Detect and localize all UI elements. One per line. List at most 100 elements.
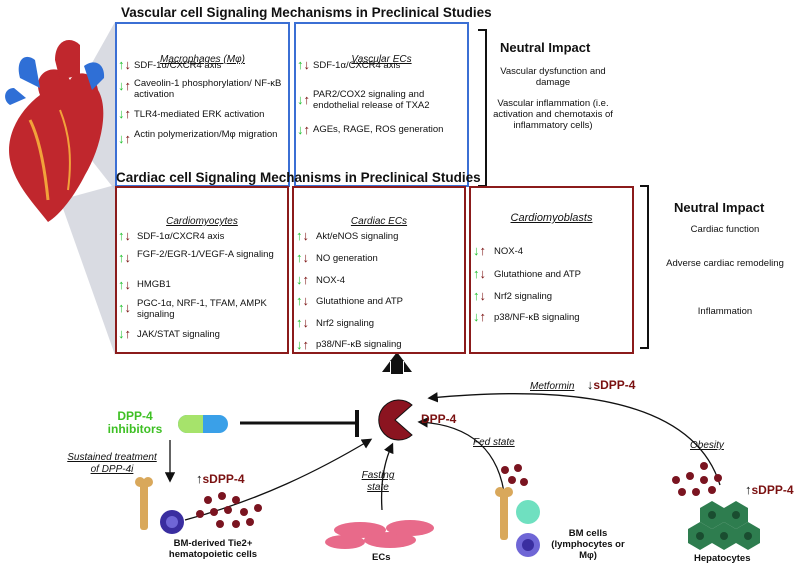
dpp4-inhibitors-label: DPP-4 inhibitors: [107, 409, 163, 436]
bone-icon: [135, 477, 153, 530]
cec-arrow-1: ↑↓: [296, 228, 309, 243]
fasting-label: Fasting state: [361, 470, 395, 493]
cm-item-3: HMGB1: [137, 279, 171, 290]
cec-arrow-6: ↓↑: [296, 337, 309, 352]
dpp4-enzyme-icon: [378, 399, 413, 441]
cm-arrow-2: ↑↓: [118, 250, 131, 265]
cec-arrow-2: ↑↓: [296, 250, 309, 265]
metformin-label: Metformin: [530, 381, 575, 392]
cmb-item-4: p38/NF-κB signaling: [494, 312, 580, 323]
sdpp4-left-label: sDPP-4: [202, 472, 245, 486]
macro-arrow-2: ↓↑: [118, 78, 131, 93]
cmb-item-3: Nrf2 signaling: [494, 291, 553, 302]
vascular-ecs-box: Vascular ECs: [294, 22, 469, 187]
cardiomyoblasts-title: Cardiomyoblasts: [510, 212, 593, 224]
sdpp4-left-row: ↑sDPP-4: [196, 470, 245, 488]
vascular-neutral-item-2: Vascular inflammation (i.e. activation a…: [493, 98, 613, 131]
vascular-neutral-item-1: Vascular dysfunction and damage: [500, 66, 606, 88]
cec-arrow-3: ↓↑: [296, 272, 309, 287]
cm-arrow-3: ↑↓: [118, 277, 131, 292]
cardiac-neutral-item-3: Inflammation: [697, 306, 753, 317]
cardiac-bracket: [640, 185, 649, 349]
cm-item-1: SDF-1α/CXCR4 axis: [137, 231, 225, 242]
cec-arrow-5: ↑↓: [296, 315, 309, 330]
vec-arrow-3: ↓↑: [297, 122, 310, 137]
obesity-label: Obesity: [690, 440, 724, 451]
cm-item-5: JAK/STAT signaling: [137, 329, 220, 340]
macro-item-4: Actin polymerization/Mφ migration: [134, 129, 278, 140]
fed-label: Fed state: [473, 437, 515, 448]
vascular-section-title: Vascular cell Signaling Mechanisms in Pr…: [121, 5, 492, 20]
sdpp4-dots-left: [196, 492, 262, 528]
metformin-sdpp4: sDPP-4: [593, 378, 636, 392]
arrow-ecs-to-dpp4: [380, 442, 394, 511]
lymphocyte-icon: [516, 500, 540, 524]
cardiomyocytes-box: Cardiomyocytes: [115, 186, 289, 354]
macro-arrow-3: ↓↑: [118, 106, 131, 121]
cardiac-neutral-title: Neutral Impact: [674, 200, 765, 215]
pill-icon: [178, 415, 228, 433]
metformin-row: Metformin ↓sDPP-4: [530, 376, 635, 394]
arrow-bmcells-to-dpp4: [417, 417, 506, 501]
vec-arrow-1: ↑↓: [297, 57, 310, 72]
vascular-ecs-title: Vascular ECs: [351, 54, 412, 65]
sdpp4-right-row: ↑sDPP-4: [745, 481, 794, 499]
cardiomyocytes-title: Cardiomyocytes: [166, 216, 238, 227]
cmb-arrow-1: ↓↑: [473, 243, 486, 258]
bm-bone-icon: [495, 487, 513, 540]
cec-item-1: Akt/eNOS signaling: [316, 231, 399, 242]
cec-item-6: p38/NF-κB signaling: [316, 339, 402, 350]
macro-item-2: Caveolin-1 phosphorylation/ NF-κB activa…: [134, 78, 282, 100]
cmb-item-2: Glutathione and ATP: [494, 269, 581, 280]
endothelial-cells-icon: [325, 520, 434, 549]
ecs-label: ECs: [372, 552, 391, 563]
cec-item-5: Nrf2 signaling: [316, 318, 375, 329]
cec-item-2: NO generation: [316, 253, 378, 264]
sustained-label: Sustained treatment of DPP-4i: [67, 452, 157, 475]
macro-item-1: SDF-1α/CXCR4 axis: [134, 60, 222, 71]
cmb-arrow-3: ↑↓: [473, 288, 486, 303]
cmb-item-1: NOX-4: [494, 246, 524, 257]
hepatocytes-icon: [688, 501, 760, 550]
cmb-arrow-4: ↓↑: [473, 309, 486, 324]
vec-item-2: PAR2/COX2 signaling and endothelial rele…: [313, 89, 430, 111]
macro-arrow-4: ↓↑: [118, 131, 131, 146]
heart-icon: [5, 40, 105, 222]
macro-arrow-1: ↑↓: [118, 57, 131, 72]
cm-item-4: PGC-1α, NRF-1, TFAM, AMPK signaling: [137, 298, 267, 320]
vec-item-3: AGEs, RAGE, ROS generation: [313, 124, 444, 135]
macro-item-3: TLR4-mediated ERK activation: [134, 109, 265, 120]
macrophages-title: Macrophages (Mφ): [160, 54, 245, 65]
sdpp4-right-label: sDPP-4: [751, 483, 794, 497]
dpp4-label: DPP-4: [421, 412, 457, 426]
cmb-arrow-2: ↑↓: [473, 266, 486, 281]
cm-arrow-5: ↓↑: [118, 326, 131, 341]
cardiac-section-title: Cardiac cell Signaling Mechanisms in Pre…: [116, 170, 481, 185]
sdpp4-right-up-arrow: ↑: [745, 482, 752, 497]
cec-item-4: Glutathione and ATP: [316, 296, 403, 307]
macrophages-box: Macrophages (Mφ): [115, 22, 290, 187]
vascular-neutral-title: Neutral Impact: [500, 40, 591, 55]
bm-derived-label: BM-derived Tie2+ hematopoietic cells: [168, 538, 258, 560]
cardiomyoblasts-box: Cardiomyoblasts: [469, 186, 634, 354]
arrow-hepatocytes-to-dpp4: [427, 392, 721, 486]
cm-arrow-4: ↑↓: [118, 300, 131, 315]
vec-arrow-2: ↓↑: [297, 92, 310, 107]
cec-item-3: NOX-4: [316, 275, 346, 286]
cardiac-ecs-box: Cardiac ECs: [292, 186, 466, 354]
vascular-bracket: [478, 29, 487, 187]
bm-cells-label: BM cells (lymphocytes or Mφ): [551, 528, 625, 561]
hepatocytes-label: Hepatocytes: [694, 553, 751, 564]
cardiac-projection-wedge: [60, 185, 115, 355]
sdpp4-dots-hepatocytes: [672, 462, 722, 496]
sdpp4-dots-bm: [501, 464, 528, 486]
cardiac-neutral-item-1: Cardiac function: [690, 224, 760, 235]
cm-arrow-1: ↑↓: [118, 228, 131, 243]
cardiac-neutral-item-2: Adverse cardiac remodeling: [666, 258, 784, 269]
metformin-down-arrow: ↓: [586, 377, 594, 392]
cec-arrow-4: ↑↓: [296, 293, 309, 308]
upward-arrow: [382, 352, 412, 372]
sdpp4-left-up-arrow: ↑: [196, 471, 203, 486]
cardiac-ecs-title: Cardiac ECs: [350, 216, 408, 227]
vec-item-1: SDF-1α/CXCR4 axis: [313, 60, 401, 71]
